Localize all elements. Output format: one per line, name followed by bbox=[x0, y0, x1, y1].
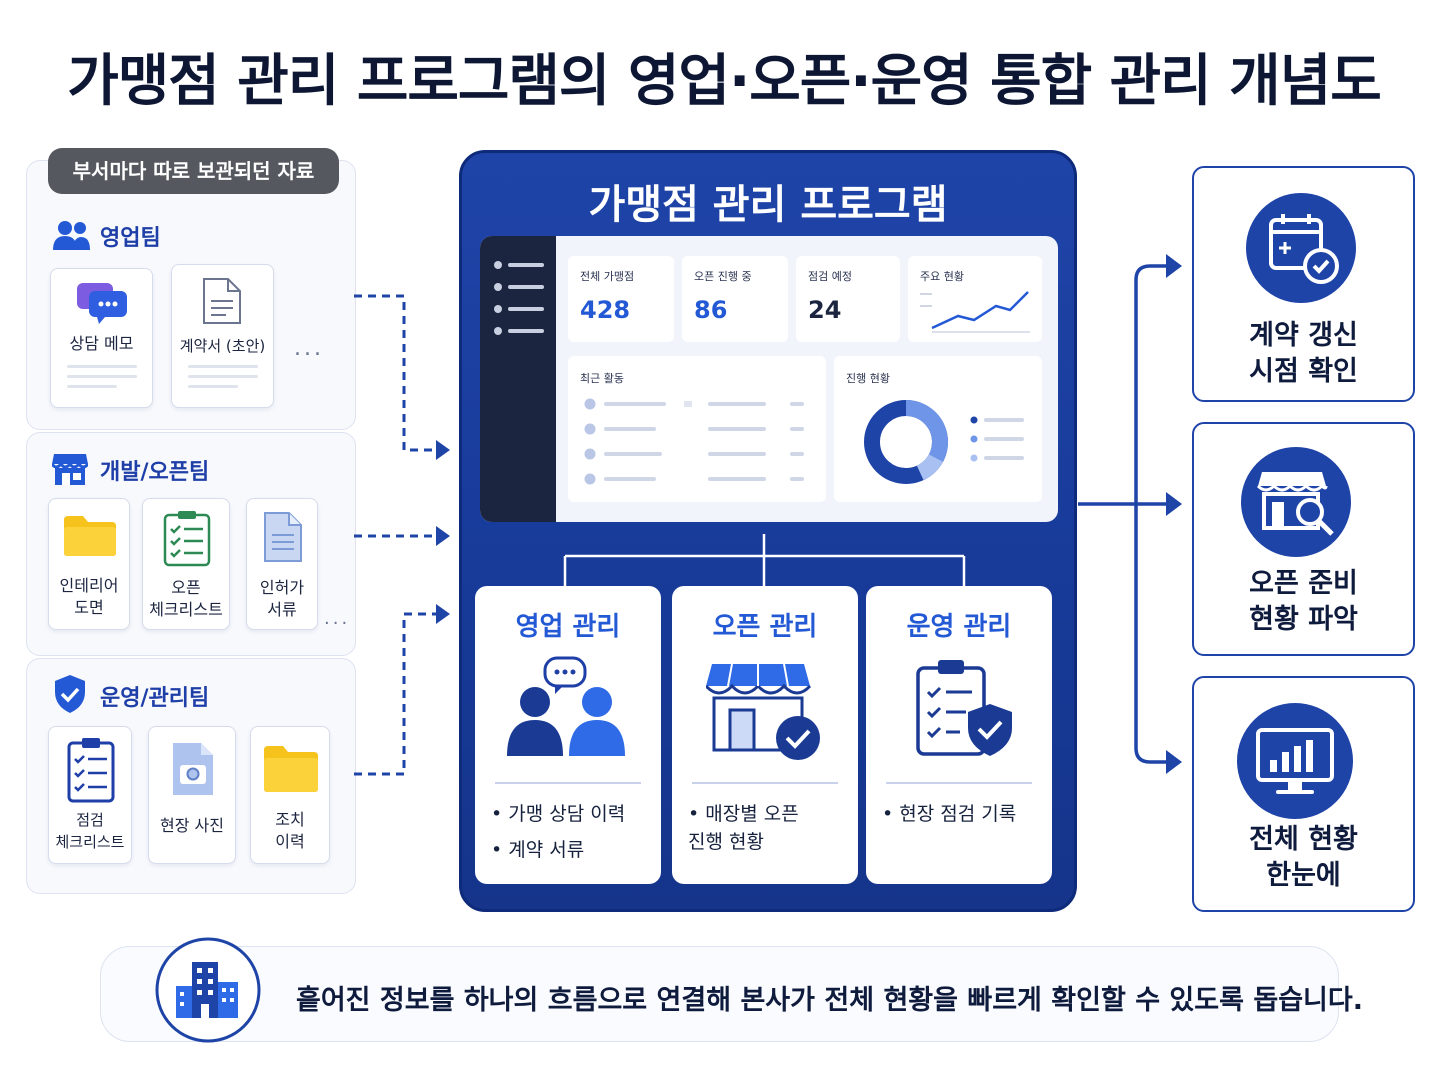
scattered-data-header: 부서마다 따로 보관되던 자료 bbox=[48, 148, 339, 194]
trend-line-icon bbox=[920, 291, 1030, 333]
footer-text: 흩어진 정보를 하나의 흐름으로 연결해 본사가 전체 현황을 빠르게 확인할 … bbox=[296, 985, 1363, 1016]
consult-memo-doc[interactable]: 상담 메모 bbox=[50, 268, 153, 408]
donut-chart-icon bbox=[864, 400, 948, 484]
site-photo-doc[interactable]: 현장 사진 bbox=[148, 726, 236, 864]
more-indicator: ... bbox=[324, 608, 351, 629]
result-overview[interactable]: 전체 현황 한눈에 bbox=[1192, 676, 1415, 912]
doc-label: 조치 이력 bbox=[275, 810, 305, 851]
left-connectors bbox=[354, 294, 450, 776]
folder-icon bbox=[64, 516, 116, 556]
permit-doc[interactable]: 인허가 서류 bbox=[246, 498, 318, 630]
more-indicator: ... bbox=[294, 336, 324, 361]
recent-activity-panel: 최근 활동 bbox=[568, 356, 826, 502]
sales-team-title: 영업팀 bbox=[100, 226, 161, 251]
result-label: 계약 갱신 시점 확인 bbox=[1249, 320, 1358, 387]
stat-label: 전체 가맹점 bbox=[580, 270, 635, 283]
shield-check-icon bbox=[55, 675, 85, 713]
doc-label: 오픈 체크리스트 bbox=[149, 578, 223, 619]
stat-label: 오픈 진행 중 bbox=[694, 270, 752, 283]
activity-list bbox=[584, 398, 804, 485]
page-title: 가맹점 관리 프로그램의 영업·오픈·운영 통합 관리 개념도 bbox=[67, 49, 1381, 114]
interior-drawing-doc[interactable]: 인테리어 도면 bbox=[48, 498, 130, 630]
ops-team-title: 운영/관리팀 bbox=[100, 686, 210, 711]
stat-value: 24 bbox=[808, 296, 842, 324]
result-label: 전체 현황 한눈에 bbox=[1249, 824, 1358, 891]
stat-label: 점검 예정 bbox=[808, 270, 852, 283]
dashboard-mock: 전체 가맹점 428 오픈 진행 중 86 점검 예정 24 주요 현황 최근 … bbox=[480, 236, 1058, 522]
store-icon bbox=[52, 454, 88, 485]
camera-file-icon bbox=[173, 743, 213, 795]
doc-label: 상담 메모 bbox=[69, 334, 134, 353]
users-icon bbox=[53, 221, 90, 250]
donut-legend bbox=[970, 416, 1024, 462]
right-connectors bbox=[1078, 254, 1182, 774]
stat-card-inspection: 점검 예정 24 bbox=[796, 256, 900, 342]
program-title: 가맹점 관리 프로그램 bbox=[588, 182, 948, 228]
sales-module[interactable]: 영업 관리 • 가맹 상담 이력 • 계약 서류 bbox=[475, 586, 661, 884]
dashboard-sidebar bbox=[480, 236, 556, 522]
document-icon bbox=[264, 512, 302, 562]
monitor-chart-icon bbox=[1237, 703, 1353, 819]
result-contract-renewal[interactable]: 계약 갱신 시점 확인 bbox=[1192, 166, 1415, 402]
doc-label: 현장 사진 bbox=[160, 816, 224, 835]
module-connector bbox=[563, 534, 966, 586]
result-label: 오픈 준비 현황 파악 bbox=[1249, 568, 1358, 635]
calendar-check-icon bbox=[1246, 193, 1356, 303]
panel-label: 진행 현황 bbox=[846, 372, 890, 385]
action-history-doc[interactable]: 조치 이력 bbox=[250, 726, 330, 864]
module-bullet: • 가맹 상담 이력 bbox=[491, 803, 626, 825]
doc-label: 계약서 (초안) bbox=[179, 337, 266, 355]
document-icon bbox=[203, 278, 241, 324]
open-team-title: 개발/오픈팀 bbox=[100, 460, 210, 485]
checklist-icon bbox=[163, 511, 211, 567]
module-bullet: • 계약 서류 bbox=[491, 839, 585, 861]
module-title: 영업 관리 bbox=[515, 612, 621, 642]
chat-bubble-icon bbox=[77, 283, 127, 324]
module-title: 운영 관리 bbox=[906, 612, 1012, 642]
footer-banner bbox=[100, 946, 1339, 1042]
folder-icon bbox=[264, 746, 318, 792]
module-title: 오픈 관리 bbox=[712, 612, 818, 642]
clipboard-icon bbox=[67, 738, 115, 803]
stat-card-opening: 오픈 진행 중 86 bbox=[682, 256, 788, 342]
doc-label: 인허가 서류 bbox=[259, 578, 305, 619]
doc-label: 인테리어 도면 bbox=[59, 576, 119, 617]
doc-label: 점검 체크리스트 bbox=[55, 811, 125, 851]
panel-label: 최근 활동 bbox=[580, 372, 624, 385]
stat-value: 86 bbox=[694, 296, 728, 324]
progress-panel: 진행 현황 bbox=[834, 356, 1042, 502]
consult-people-icon bbox=[507, 656, 625, 756]
inspection-checklist-doc[interactable]: 점검 체크리스트 bbox=[48, 726, 132, 864]
menu-icon bbox=[494, 261, 544, 335]
module-bullet: • 현장 점검 기록 bbox=[882, 803, 1017, 825]
stat-value: 428 bbox=[580, 296, 631, 324]
store-search-icon bbox=[1241, 447, 1351, 557]
stat-label: 주요 현황 bbox=[920, 270, 964, 283]
open-checklist-doc[interactable]: 오픈 체크리스트 bbox=[142, 498, 230, 630]
store-check-icon bbox=[706, 663, 820, 760]
building-icon bbox=[155, 937, 261, 1043]
stat-card-total: 전체 가맹점 428 bbox=[568, 256, 674, 342]
ops-module[interactable]: 운영 관리 • 현장 점검 기록 bbox=[866, 586, 1052, 884]
contract-draft-doc[interactable]: 계약서 (초안) bbox=[171, 264, 274, 408]
module-bullet: • 매장별 오픈 진행 현황 bbox=[688, 803, 799, 853]
clipboard-shield-icon bbox=[916, 660, 1012, 756]
result-open-status[interactable]: 오픈 준비 현황 파악 bbox=[1192, 422, 1415, 656]
open-module[interactable]: 오픈 관리 • 매장별 오픈 진행 현황 bbox=[672, 586, 858, 884]
stat-card-trend: 주요 현황 bbox=[908, 256, 1042, 342]
